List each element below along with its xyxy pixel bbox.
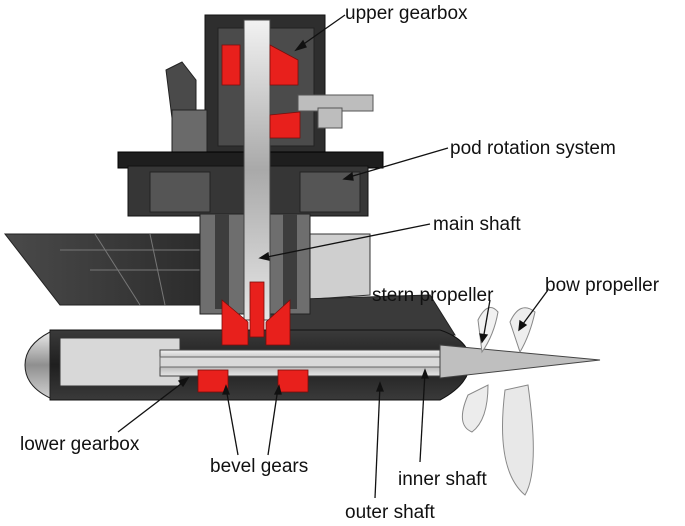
label-outer-shaft: outer shaft [345,502,435,523]
label-lower-gearbox: lower gearbox [20,434,140,455]
label-bevel-gears: bevel gears [210,456,309,477]
fin [3,233,456,336]
label-pod-rotation-system: pod rotation system [450,138,616,159]
label-stern-propeller: stern propeller [372,285,494,306]
propellers [461,307,536,496]
label-inner-shaft: inner shaft [398,469,487,490]
leader-lines [117,14,549,499]
bow-propeller-graphic [502,307,536,496]
main-shaft-column [199,19,311,321]
label-main-shaft: main shaft [433,214,521,235]
label-bow-propeller: bow propeller [545,275,660,296]
gear-highlights [197,44,309,393]
label-upper-gearbox: upper gearbox [345,3,468,24]
stern-propeller-graphic [461,307,499,433]
